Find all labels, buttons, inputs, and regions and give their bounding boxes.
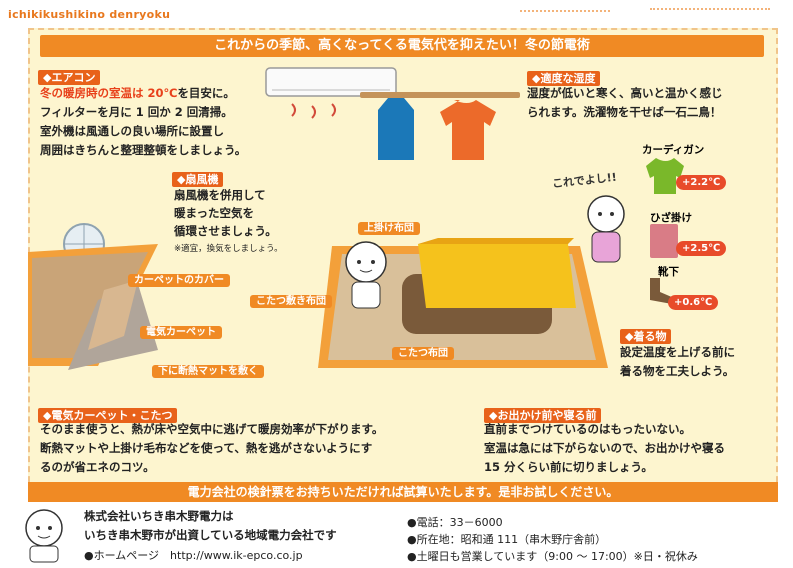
aircon-line3: 室外機は風通しの良い場所に設置し [40, 124, 224, 138]
dot-decoration-2 [650, 8, 770, 14]
lap-blanket-icon [650, 224, 678, 258]
bottom-banner: 電力会社の検針票をお持ちいただければ試算いたします。是非お試しください。 [28, 482, 778, 502]
sleep-line2: 室温は急には下がらないので、お出かけや寝る [484, 441, 726, 455]
wear-line2: 着る物を工夫しよう。 [620, 364, 735, 378]
sleep-text: 直前までつけているのはもったいない。 室温は急には下がらないので、お出かけや寝る… [484, 420, 725, 477]
carpet-text: そのまま使うと、熱が床や空気中に逃げて暖房効率が下がります。 断熱マットや上掛け… [40, 420, 383, 477]
cardigan-label: カーディガン [642, 144, 705, 156]
dot-decoration [520, 10, 610, 16]
wear-line1: 設定温度を上げる前に [620, 345, 735, 359]
fan-note: ※適宜，換気をしましょう。 [174, 244, 283, 254]
fan-text: 扇風機を併用して 暖まった空気を 循環させましょう。 [174, 186, 277, 240]
humidity-line1: 湿度が低いと寒く、高いと温かく感じ [527, 86, 723, 100]
company-line2: いちき串木野市が出資している地域電力会社です [84, 528, 337, 542]
humidity-text: 湿度が低いと寒く、高いと温かく感じ られます。洗濯物を干せば一石二鳥！ [527, 84, 723, 122]
wear-tag: ◆着る物 [620, 329, 672, 344]
phone-number: ●電話：33－6000 [407, 516, 503, 529]
sleep-line1: 直前までつけているのはもったいない。 [484, 422, 691, 436]
socks-icon [650, 278, 674, 304]
aircon-line1: 冬の暖房時の室温は 20℃を目安に。 [40, 86, 235, 100]
carpet-line1: そのまま使うと、熱が床や空気中に逃げて暖房効率が下がります。 [40, 422, 384, 436]
electric-carpet-illustration [28, 244, 158, 370]
laundry-icon [360, 92, 520, 160]
insulation-mat-label: 下に断熱マットを敷く [152, 359, 264, 378]
air-conditioner-icon [265, 67, 397, 119]
wear-text: 設定温度を上げる前に 着る物を工夫しよう。 [620, 343, 735, 381]
child-character-icon [345, 241, 387, 309]
fan-line3: 循環させましょう。 [174, 224, 277, 238]
wear-section: ◆着る物 [620, 325, 672, 344]
cardigan-icon [646, 158, 684, 194]
lap-blanket-label: ひざ掛け [650, 212, 692, 224]
sleep-line3: 15 分くらい前に切りましょう。 [484, 460, 653, 474]
kotatsu-futon-label: こたつ布団 [392, 341, 454, 360]
fan-section: ◆扇風機 [172, 168, 224, 187]
humidity-tag: ◆適度な湿度 [527, 71, 601, 86]
aircon-text: 冬の暖房時の室温は 20℃を目安に。 フィルターを月に 1 回か 2 回清掃。 … [40, 84, 246, 160]
sleep-tag: ◆お出かけ前や寝る前 [484, 408, 602, 423]
sleep-section: ◆お出かけ前や寝る前 [484, 404, 602, 423]
page-title: これからの季節、高くなってくる電気代を抑えたい！冬の節電術 [40, 35, 764, 57]
aircon-line2: フィルターを月に 1 回か 2 回清掃。 [40, 105, 233, 119]
aircon-line4: 周囲はきちんと整理整頓をしましょう。 [40, 143, 247, 157]
socks-label: 靴下 [658, 266, 679, 278]
carpet-tag: ◆電気カーペット・こたつ [38, 408, 178, 423]
mascot-icon [25, 509, 63, 563]
business-hours: ●土曜日も営業しています（9:00 ～ 17:00）※日・祝休み [407, 550, 698, 563]
homepage-link[interactable]: ●ホームページ http://www.ik-epco.co.jp [84, 549, 303, 562]
child-character-icon-2 [587, 195, 625, 263]
cardigan-temp-badge: +2.2℃ [676, 170, 727, 190]
humidity-line2: られます。洗濯物を干せば一石二鳥！ [527, 105, 722, 119]
carpet-section: ◆電気カーペット・こたつ [38, 404, 178, 423]
carpet-line2: 断熱マットや上掛け毛布などを使って、熱を逃がさないようにす [40, 441, 373, 455]
lap-blanket-temp-badge: +2.5℃ [676, 236, 727, 256]
socks-temp-badge: +0.6℃ [668, 290, 719, 310]
fan-tag: ◆扇風機 [172, 172, 224, 187]
kotatsu-illustration [318, 238, 608, 368]
electric-carpet-label: 電気カーペット [140, 320, 222, 339]
aircon-section: ◆エアコン [38, 66, 101, 85]
top-futon-label: 上掛け布団 [358, 216, 420, 235]
brand-name: ichikikushikino denryoku [8, 8, 171, 21]
humidity-section: ◆適度な湿度 [527, 67, 601, 86]
fan-line2: 暖まった空気を [174, 206, 255, 220]
carpet-cover-label: カーペットのカバー [128, 268, 230, 287]
carpet-line3: るのが省エネのコツ。 [40, 460, 155, 474]
address: ●所在地：昭和通 111（串木野庁舎前） [407, 533, 607, 546]
aircon-tag: ◆エアコン [38, 70, 101, 85]
kotatsu-shiki-label: こたつ敷き布団 [250, 289, 332, 308]
company-line1: 株式会社いちき串木野電力は [84, 509, 234, 523]
fan-line1: 扇風機を併用して [174, 188, 266, 202]
